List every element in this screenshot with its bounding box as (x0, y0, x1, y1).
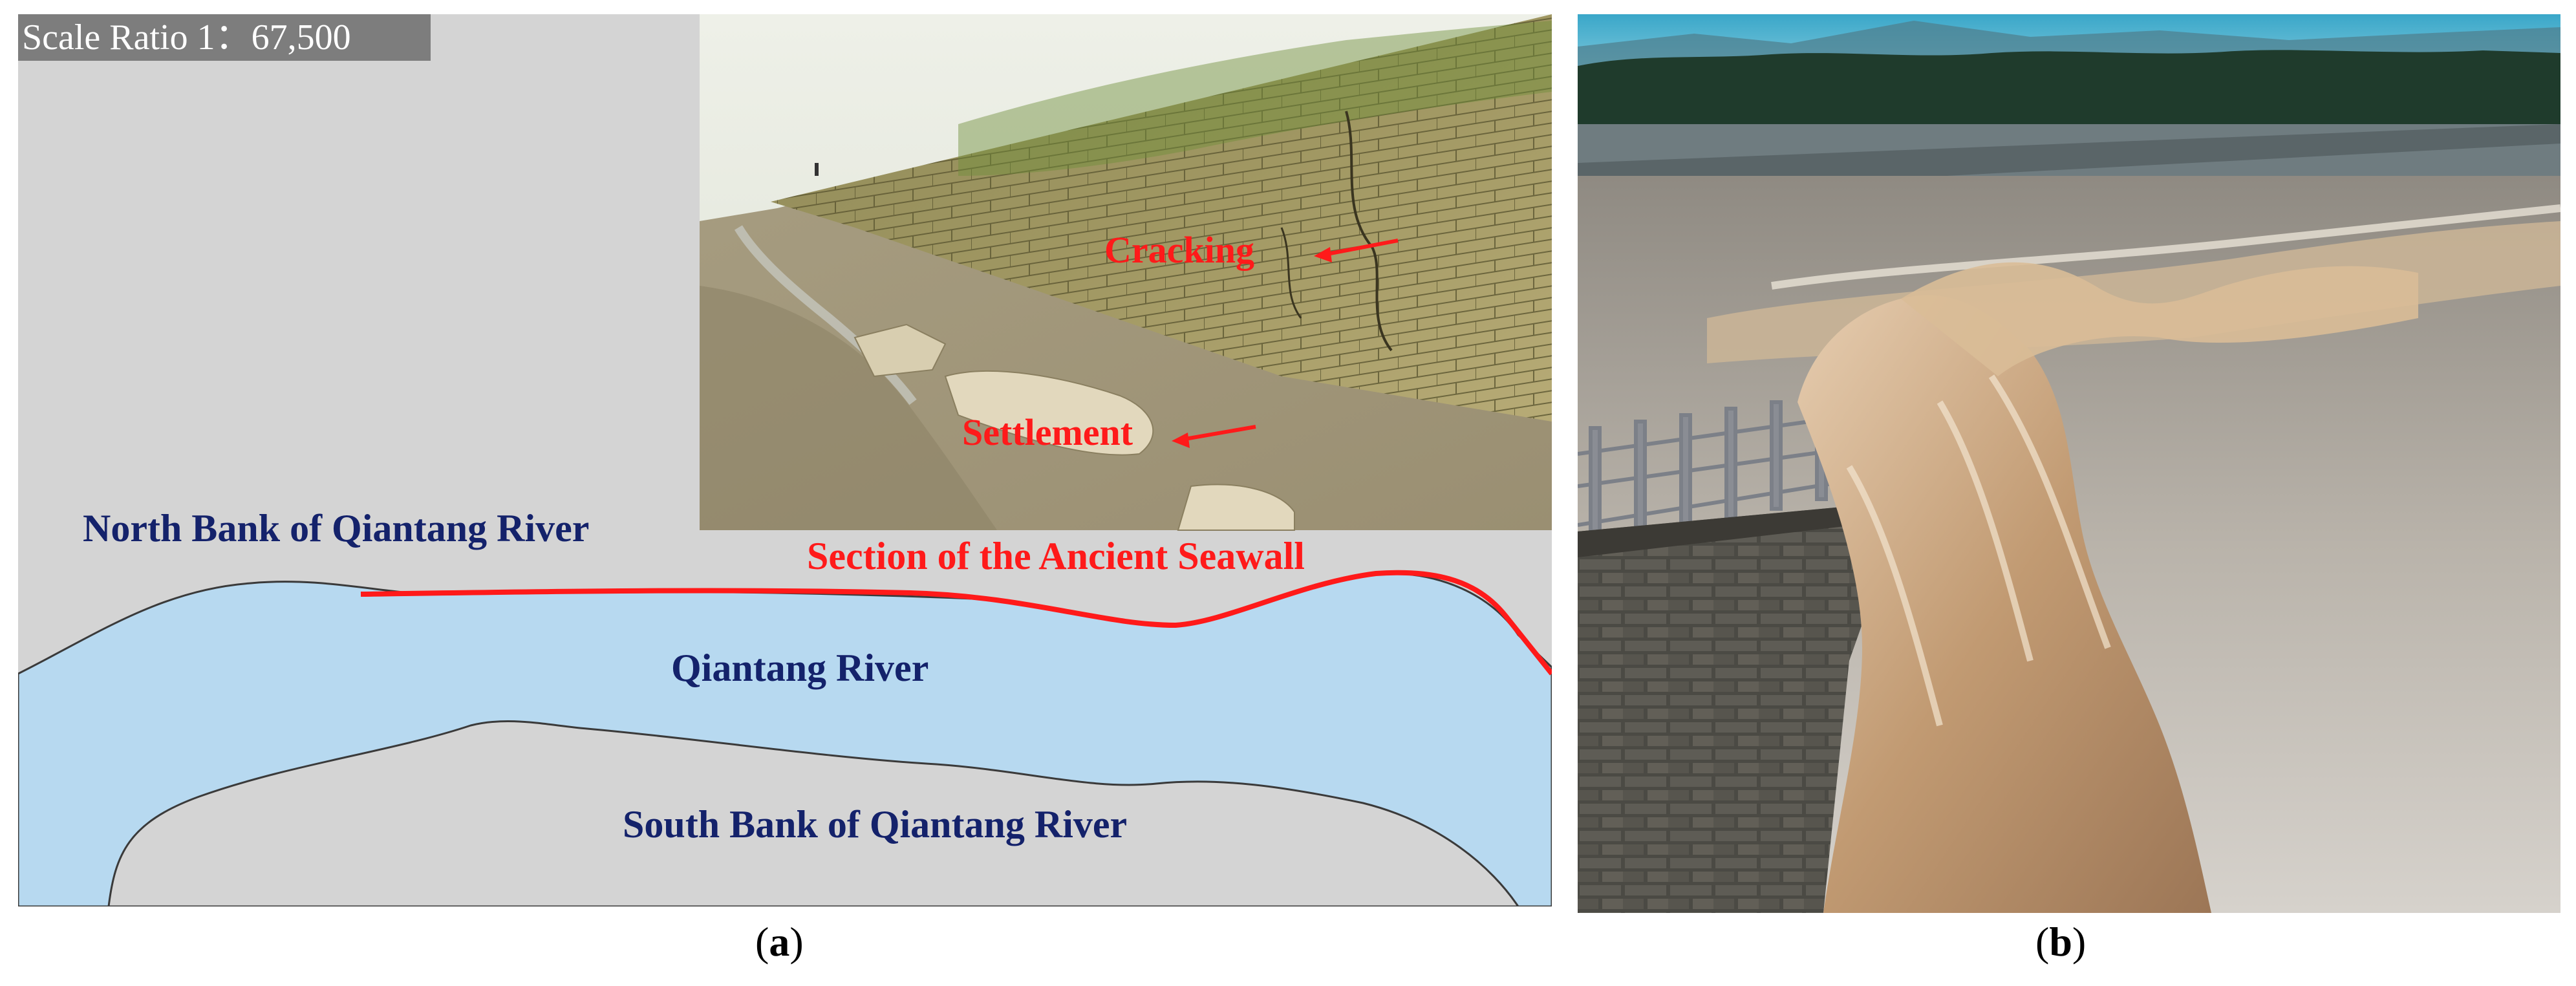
seawall-photo: Cracking Settlement (700, 14, 1552, 531)
caption-a-open: ( (755, 919, 769, 965)
south-bank-label: South Bank of Qiantang River (623, 803, 1127, 846)
map-svg: Cracking Settlement North Bank of Qianta… (18, 14, 1552, 906)
seawall-line (360, 570, 1552, 676)
caption-a-close: ) (789, 919, 804, 965)
tidal-bore-photo (1578, 14, 2560, 913)
caption-a-letter: a (769, 919, 790, 965)
north-bank-label: North Bank of Qiantang River (83, 507, 589, 550)
caption-b-open: ( (2035, 919, 2050, 965)
south-bank-land (107, 720, 1519, 906)
panel-a-map: Cracking Settlement North Bank of Qianta… (18, 14, 1552, 906)
river-label: Qiantang River (671, 647, 928, 689)
caption-a: (a) (755, 918, 804, 966)
cracking-label: Cracking (1104, 229, 1254, 271)
tidal-bore-spray (1798, 295, 2211, 913)
caption-b-close: ) (2072, 919, 2087, 965)
seawall-stone-face (1578, 506, 1888, 913)
seawall-section-label: Section of the Ancient Seawall (807, 535, 1305, 577)
panel-b-tidal-bore-photo (1578, 14, 2560, 913)
scale-ratio-label: Scale Ratio 1：67,500 (18, 14, 431, 61)
cracking-arrow (1314, 239, 1399, 263)
caption-b-letter: b (2049, 919, 2072, 965)
caption-b: (b) (2035, 918, 2086, 966)
settlement-label: Settlement (962, 411, 1133, 453)
settlement-arrow (1172, 425, 1256, 448)
